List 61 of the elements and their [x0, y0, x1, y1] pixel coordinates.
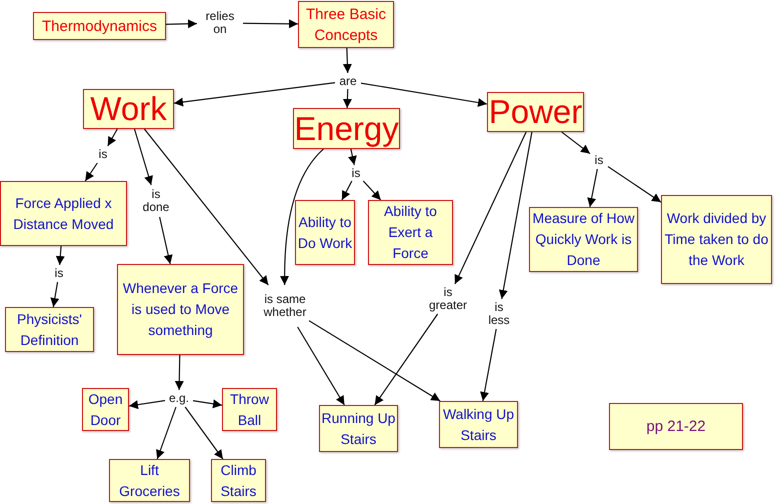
reference-box: pp 21-22 [609, 403, 743, 450]
linking-phrase: is less [486, 300, 512, 328]
arrow [362, 180, 382, 200]
arrow [561, 132, 590, 154]
arrow [50, 282, 60, 308]
arrow [608, 166, 662, 203]
arrow [480, 328, 497, 402]
concept-box: Running Up Stairs [319, 405, 398, 452]
concept-box: Work [83, 89, 174, 129]
linking-phrase: are [336, 74, 360, 88]
arrow [374, 314, 438, 406]
linking-phrase: e.g. [166, 391, 192, 406]
concept-box: Physicists' Definition [5, 307, 94, 352]
concept-box: Three Basic Concepts [298, 1, 394, 48]
concept-box: Measure of How Quickly Work is Done [529, 207, 638, 272]
arrow [360, 82, 488, 107]
linking-phrase: is [591, 153, 607, 168]
linking-phrase: is greater [424, 285, 472, 313]
linking-phrase: is [348, 166, 364, 180]
concept-box: Thermodynamics [33, 12, 166, 40]
arrow [84, 162, 98, 182]
arrow [308, 320, 440, 402]
arrow [134, 128, 153, 186]
arrow [192, 399, 222, 408]
arrow [342, 88, 352, 108]
arrow [184, 406, 224, 460]
concept-box: Climb Stairs [211, 459, 266, 502]
arrow [107, 128, 118, 146]
arrow [454, 132, 527, 284]
arrow [174, 82, 336, 107]
linking-phrase: is same whether [262, 286, 308, 326]
linking-phrase: is done [140, 186, 172, 216]
linking-phrase: relies on [198, 10, 242, 36]
concept-box: Work divided by Time taken to do the Work [661, 195, 772, 284]
concept-box: Lift Groceries [109, 459, 190, 502]
arrow [243, 19, 298, 28]
arrow [156, 406, 176, 460]
arrow [341, 180, 352, 200]
concept-box: Ability to Do Work [295, 200, 355, 265]
arrow [56, 246, 65, 266]
arrow [342, 48, 352, 74]
arrow [280, 148, 324, 285]
arrow [128, 400, 166, 410]
linking-phrase: is [95, 147, 111, 162]
arrow [297, 326, 345, 406]
arrow [348, 148, 357, 166]
concept-box: Force Applied x Distance Moved [0, 181, 127, 246]
arrow [159, 216, 173, 264]
arrow [174, 355, 184, 390]
concept-box: Whenever a Force is used to Move something [117, 264, 244, 355]
concept-box: Power [487, 92, 584, 132]
concept-box: Walking Up Stairs [439, 401, 518, 448]
arrow [166, 19, 198, 28]
arrow [587, 168, 598, 208]
linking-phrase: is [51, 266, 67, 281]
arrow [144, 128, 269, 286]
concept-box: Ability to Exert a Force [368, 200, 453, 265]
concept-box: Throw Ball [222, 388, 277, 431]
concept-box: Open Door [82, 388, 129, 431]
arrow [498, 132, 532, 300]
concept-box: Energy [293, 108, 400, 149]
